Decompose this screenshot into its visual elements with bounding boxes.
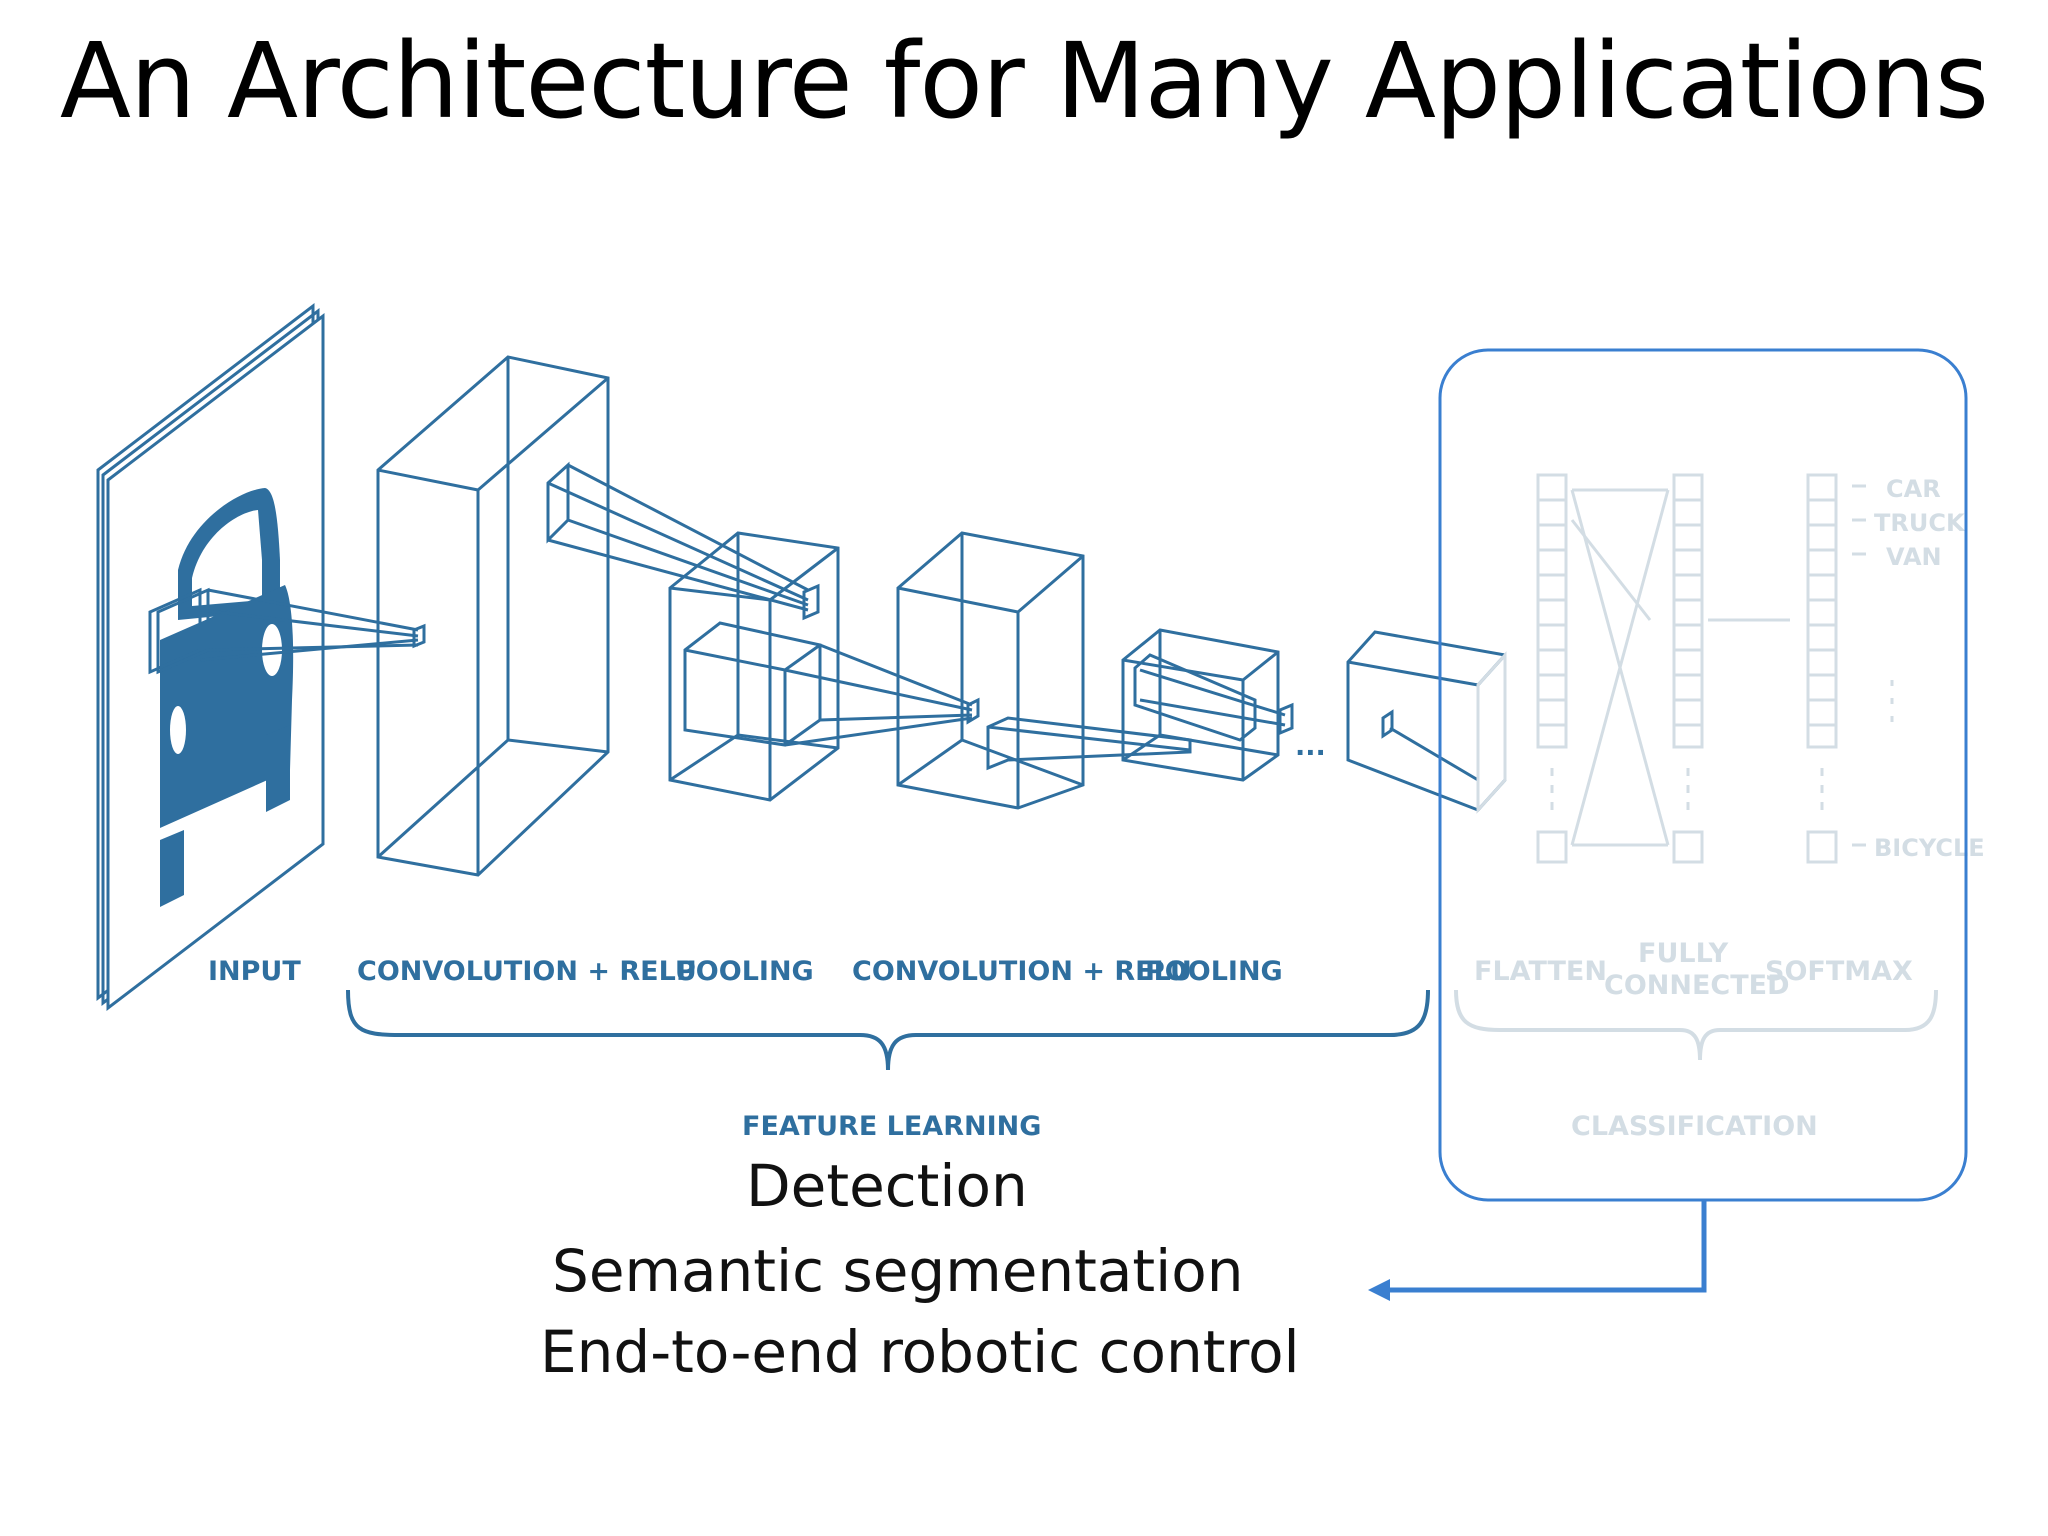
- application-detection: Detection: [746, 1152, 1028, 1220]
- conv2-volume: [896, 531, 1192, 810]
- label-pool2: POOLING: [1145, 956, 1283, 987]
- label-input: INPUT: [208, 956, 301, 987]
- application-semantic-segmentation: Semantic segmentation: [552, 1237, 1244, 1305]
- classification-brace: [1454, 989, 1938, 1061]
- label-conv1: CONVOLUTION + RELU: [357, 956, 697, 987]
- projection-pool1-conv2: [784, 643, 980, 747]
- pool2-volume: [1121, 628, 1294, 782]
- application-robotic-control: End-to-end robotic control: [540, 1318, 1300, 1386]
- pool1-volume: [668, 531, 840, 802]
- projection-input-conv1: [199, 588, 426, 662]
- label-flatten: FLATTEN: [1474, 956, 1607, 987]
- label-classification: CLASSIFICATION: [1571, 1111, 1818, 1142]
- classification-network: [1476, 473, 1894, 864]
- layers-ellipsis: ...: [1295, 731, 1326, 762]
- class-label-bicycle: BICYCLE: [1874, 834, 1985, 862]
- label-feature-learning: FEATURE LEARNING: [742, 1111, 1041, 1142]
- conv1-filter: [546, 461, 820, 621]
- arrow-head-icon: [1368, 1279, 1390, 1301]
- slide-title: An Architecture for Many Applications: [59, 20, 1989, 142]
- applications-arrow: [1368, 1200, 1707, 1301]
- class-label-car: CAR: [1886, 475, 1941, 503]
- label-fully-connected-1: FULLY: [1638, 938, 1729, 969]
- label-conv2: CONVOLUTION + RELU: [852, 956, 1192, 987]
- label-fully-connected-2: CONNECTED: [1604, 970, 1790, 1001]
- final-feature-volume: [1346, 630, 1507, 812]
- conv1-volume: [376, 355, 610, 877]
- feature-learning-brace: [346, 989, 1430, 1071]
- label-pool1: POOLING: [676, 956, 814, 987]
- class-label-truck: TRUCK: [1874, 509, 1966, 537]
- car-icon: [148, 488, 294, 907]
- label-softmax: SOFTMAX: [1765, 956, 1913, 987]
- class-label-van: VAN: [1886, 543, 1942, 571]
